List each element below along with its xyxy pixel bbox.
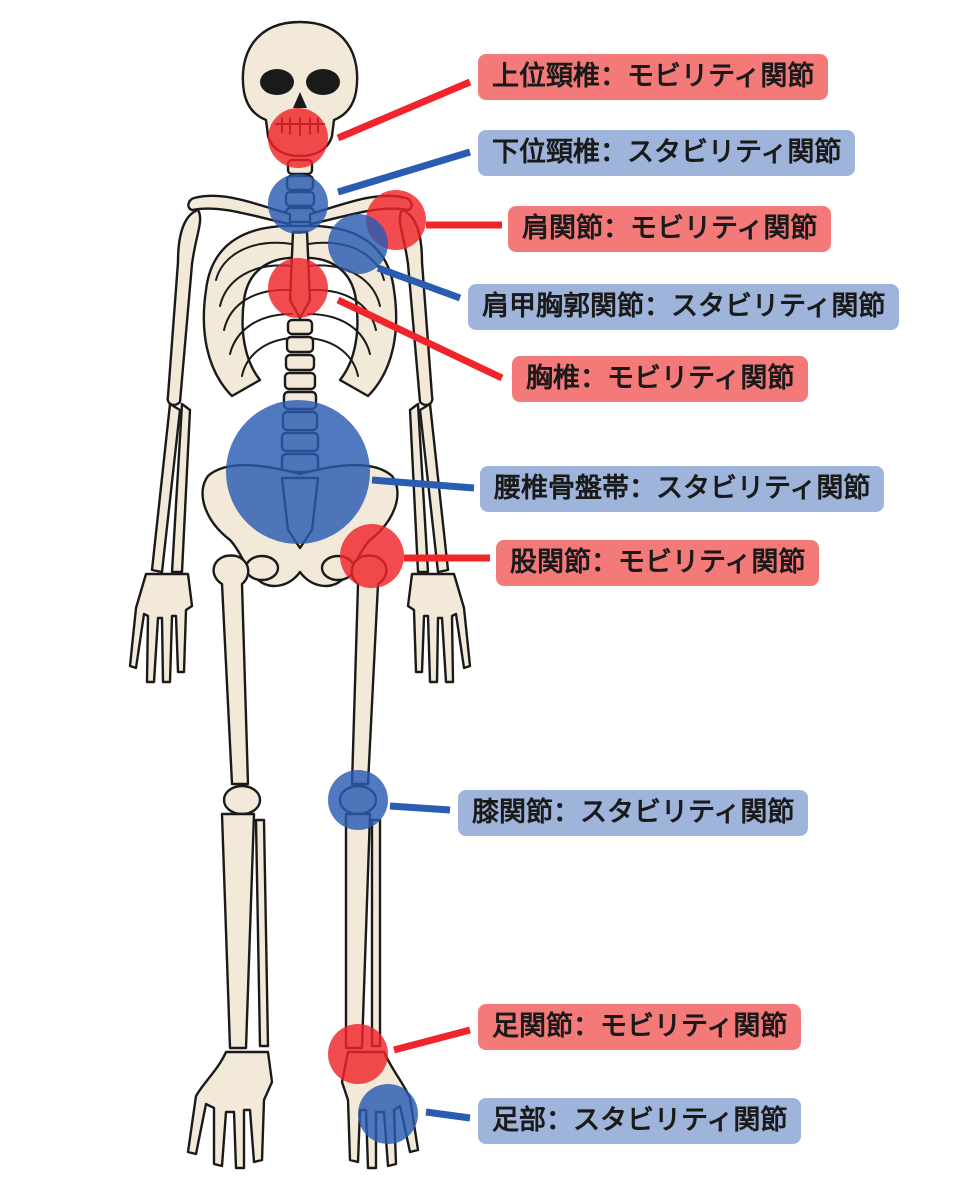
marker-scapulothoracic bbox=[328, 214, 388, 274]
marker-knee bbox=[328, 770, 388, 830]
left-obturator bbox=[244, 554, 280, 582]
nasal-cavity bbox=[293, 92, 307, 108]
left-fibula bbox=[254, 818, 270, 1048]
left-eye-socket bbox=[260, 69, 294, 95]
label-lumbopelvic: 腰椎骨盤帯：スタビリティ関節 bbox=[480, 466, 885, 512]
marker-upper-cervical bbox=[268, 108, 328, 168]
right-eye-socket bbox=[306, 69, 340, 95]
leader-line-scapulothoracic bbox=[376, 264, 462, 302]
marker-hip bbox=[340, 524, 404, 588]
right-hand bbox=[406, 572, 472, 684]
left-hand bbox=[128, 572, 194, 684]
marker-ankle bbox=[328, 1024, 388, 1084]
joint-markers bbox=[226, 78, 504, 1144]
label-knee: 膝関節：スタビリティ関節 bbox=[458, 790, 809, 836]
label-scapulothoracic: 肩甲胸郭関節：スタビリティ関節 bbox=[468, 284, 900, 330]
marker-thoracic bbox=[268, 258, 328, 318]
label-ankle: 足関節：モビリティ関節 bbox=[478, 1004, 802, 1050]
right-femur bbox=[350, 554, 388, 786]
leader-line-lower-cervical bbox=[336, 148, 472, 196]
marker-lower-cervical bbox=[268, 174, 328, 234]
right-fibula bbox=[370, 818, 382, 1048]
leader-line-upper-cervical bbox=[336, 78, 472, 142]
label-hip: 股関節：モビリティ関節 bbox=[496, 540, 820, 586]
left-radius bbox=[150, 402, 182, 574]
right-ulna bbox=[408, 402, 430, 574]
marker-foot bbox=[358, 1084, 418, 1144]
label-thoracic: 胸椎：モビリティ関節 bbox=[512, 356, 809, 402]
label-foot: 足部：スタビリティ関節 bbox=[478, 1098, 802, 1144]
leader-line-thoracic bbox=[336, 296, 504, 382]
left-clavicle bbox=[187, 194, 292, 226]
left-patella bbox=[222, 784, 262, 816]
left-humerus bbox=[166, 208, 202, 407]
leader-line-lumbopelvic bbox=[371, 476, 475, 492]
left-femur bbox=[212, 554, 250, 786]
left-tibia bbox=[220, 812, 256, 1050]
left-ulna bbox=[170, 402, 192, 574]
left-foot bbox=[186, 1050, 274, 1170]
label-shoulder: 肩関節：モビリティ関節 bbox=[508, 206, 832, 252]
label-upper-cervical: 上位頸椎：モビリティ関節 bbox=[478, 54, 829, 100]
leader-line-ankle bbox=[393, 1026, 471, 1054]
leader-line-knee bbox=[389, 802, 451, 814]
leader-line-foot bbox=[425, 1108, 471, 1122]
label-lower-cervical: 下位頸椎：スタビリティ関節 bbox=[478, 130, 856, 176]
marker-lumbopelvic bbox=[226, 400, 370, 544]
right-tibia bbox=[344, 812, 372, 1050]
